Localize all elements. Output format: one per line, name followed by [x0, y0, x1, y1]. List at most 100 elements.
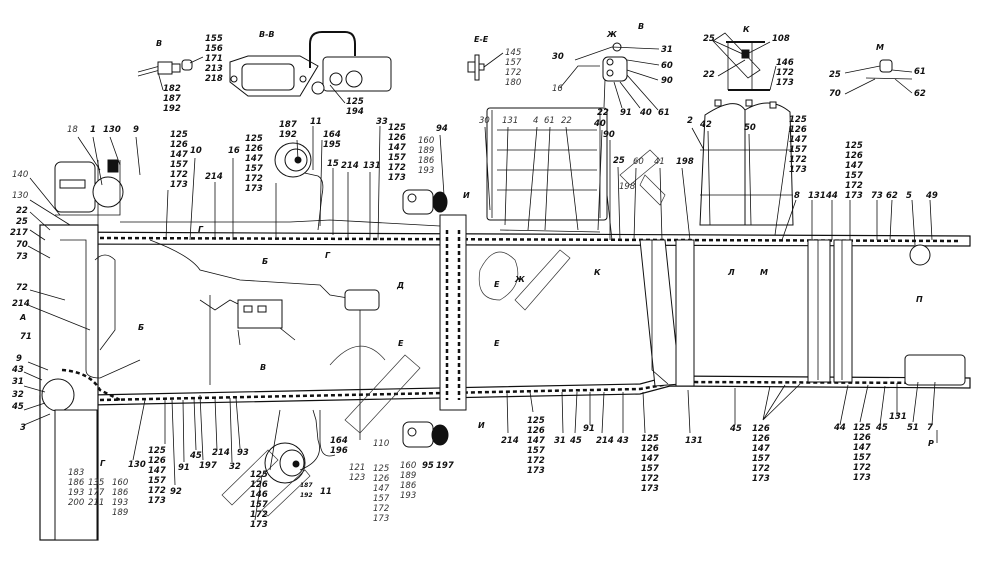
callout-number: 172 — [845, 181, 863, 191]
brake-chamber-top — [274, 142, 312, 178]
callout-number: 194 — [346, 107, 364, 117]
callout: 31 — [661, 45, 673, 55]
view-b-title: В — [156, 39, 162, 48]
callout-number: 172 — [373, 504, 389, 514]
compressor-bottom — [402, 421, 449, 448]
callout-number: 146 — [250, 490, 268, 500]
callout-number: 186 — [112, 488, 129, 498]
callout: 45 — [11, 402, 24, 412]
callout-number: 172 — [148, 486, 166, 496]
callout: 31 — [554, 436, 566, 446]
callout: 93 — [237, 448, 249, 458]
callout: 25 — [703, 34, 715, 44]
callout-number: 157 — [388, 153, 406, 163]
callout-number: 147 — [170, 150, 188, 160]
callout: 30 — [479, 116, 490, 126]
callout-number: 193 — [418, 166, 434, 176]
callout-number: 173 — [641, 484, 659, 494]
callout-number: 147 — [789, 135, 807, 145]
callout-number: 189 — [112, 508, 128, 518]
callout: 108 — [772, 34, 790, 44]
callout-number: 126 — [845, 151, 863, 161]
callout-number: 160 — [112, 478, 128, 488]
callout-number: 213 — [205, 64, 223, 74]
view-zh-valve — [559, 42, 660, 111]
callout-number: 125 — [845, 141, 863, 151]
callout-number: 164 — [330, 436, 348, 446]
arrow-e3-label: Е — [494, 280, 500, 289]
callout: 32 — [229, 462, 241, 472]
callout-number: 177 — [88, 488, 105, 498]
callout-number: 192 — [300, 492, 313, 499]
callout-number: 172 — [853, 463, 871, 473]
callout: 130 — [128, 460, 146, 470]
callout-number: 200 — [68, 498, 84, 508]
callout-number: 126 — [853, 433, 871, 443]
callout-number: 147 — [148, 466, 166, 476]
callout-number: 155 — [205, 34, 223, 44]
callout: 197 — [199, 461, 217, 471]
callout-number: 171 — [205, 54, 223, 64]
callout-number: 125 — [641, 434, 659, 444]
callout: 60 — [661, 61, 673, 71]
callout: 16 — [552, 84, 563, 94]
callout: 2 — [687, 116, 693, 126]
callout: 4 — [533, 116, 538, 126]
callout: 22 — [16, 206, 28, 216]
callout-number: 121 — [349, 463, 365, 473]
callout: 8 — [794, 191, 800, 201]
callout: 90 — [603, 130, 615, 140]
callout-number: 173 — [148, 496, 166, 506]
callout-number: 160 — [400, 461, 416, 471]
arrow-zh-label: Ж — [514, 275, 525, 284]
callout: 198 — [676, 157, 694, 167]
callout: 49 — [925, 191, 938, 201]
callout-number: 172 — [789, 155, 807, 165]
callout-number: 147 — [853, 443, 871, 453]
callout: 25 — [16, 217, 28, 227]
callout: 130 — [103, 125, 121, 135]
callout: 71 — [20, 332, 32, 342]
callout: 32 — [12, 390, 24, 400]
section-ee-bracket — [467, 52, 504, 81]
callout-number: 123 — [349, 473, 365, 483]
callout-number: 157 — [148, 476, 166, 486]
callout-number: 126 — [373, 474, 390, 484]
callout: 16 — [228, 146, 240, 156]
cross-members — [439, 214, 853, 411]
callout: 5 — [906, 191, 912, 201]
section-ee-title: Е-Е — [474, 35, 489, 44]
callout-number: 173 — [245, 184, 263, 194]
watermark-outlines — [221, 149, 666, 517]
callout: 44 — [833, 423, 846, 433]
callout-number: 186 — [400, 481, 417, 491]
callout-number: 172 — [170, 170, 188, 180]
callout-number: 173 — [373, 514, 389, 524]
callout: 45 — [569, 436, 582, 446]
callout: 30 — [552, 52, 564, 62]
callout-number: 156 — [205, 44, 223, 54]
callout: 214 — [596, 436, 614, 446]
callout-number: 126 — [250, 480, 268, 490]
callout-number: 173 — [845, 191, 863, 201]
callout: 25 — [613, 156, 625, 166]
callout: 94 — [436, 124, 448, 134]
arrow-a-label: А — [19, 313, 26, 322]
callout-number: 126 — [148, 456, 166, 466]
callout-number: 126 — [527, 426, 545, 436]
callout-number: 186 — [418, 156, 435, 166]
callout-number: 189 — [400, 471, 416, 481]
